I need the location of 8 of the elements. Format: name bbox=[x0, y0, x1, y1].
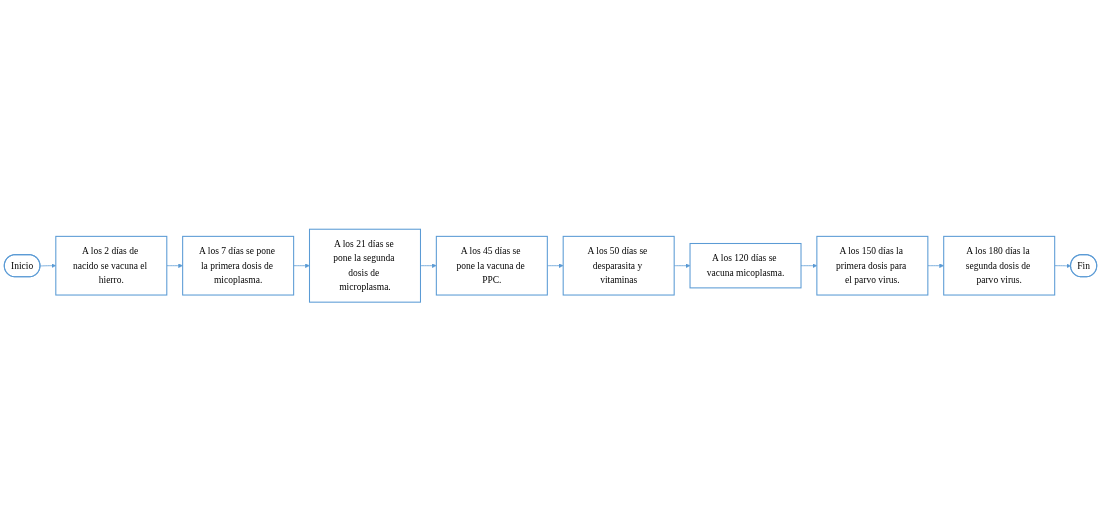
node-box: A los 7 días se pone la primera dosis de micoplasma. bbox=[182, 236, 295, 296]
node-box: A los 2 días de nacido se vacuna el hierro. bbox=[55, 236, 168, 296]
node-box: A los 21 días se pone la segunda dosis de microplasma. bbox=[308, 229, 421, 303]
node-box: A los 120 días se vacuna micoplasma. bbox=[689, 243, 802, 289]
node-box: A los 50 días se desparasita y vitaminas bbox=[562, 236, 675, 296]
node-box: A los 150 días la primera dosis para el parvo virus. bbox=[816, 236, 929, 296]
node-box: A los 180 días la segunda dosis de parvo virus. bbox=[943, 236, 1056, 296]
node-box: A los 45 días se pone la vacuna de PPC. bbox=[435, 236, 548, 296]
